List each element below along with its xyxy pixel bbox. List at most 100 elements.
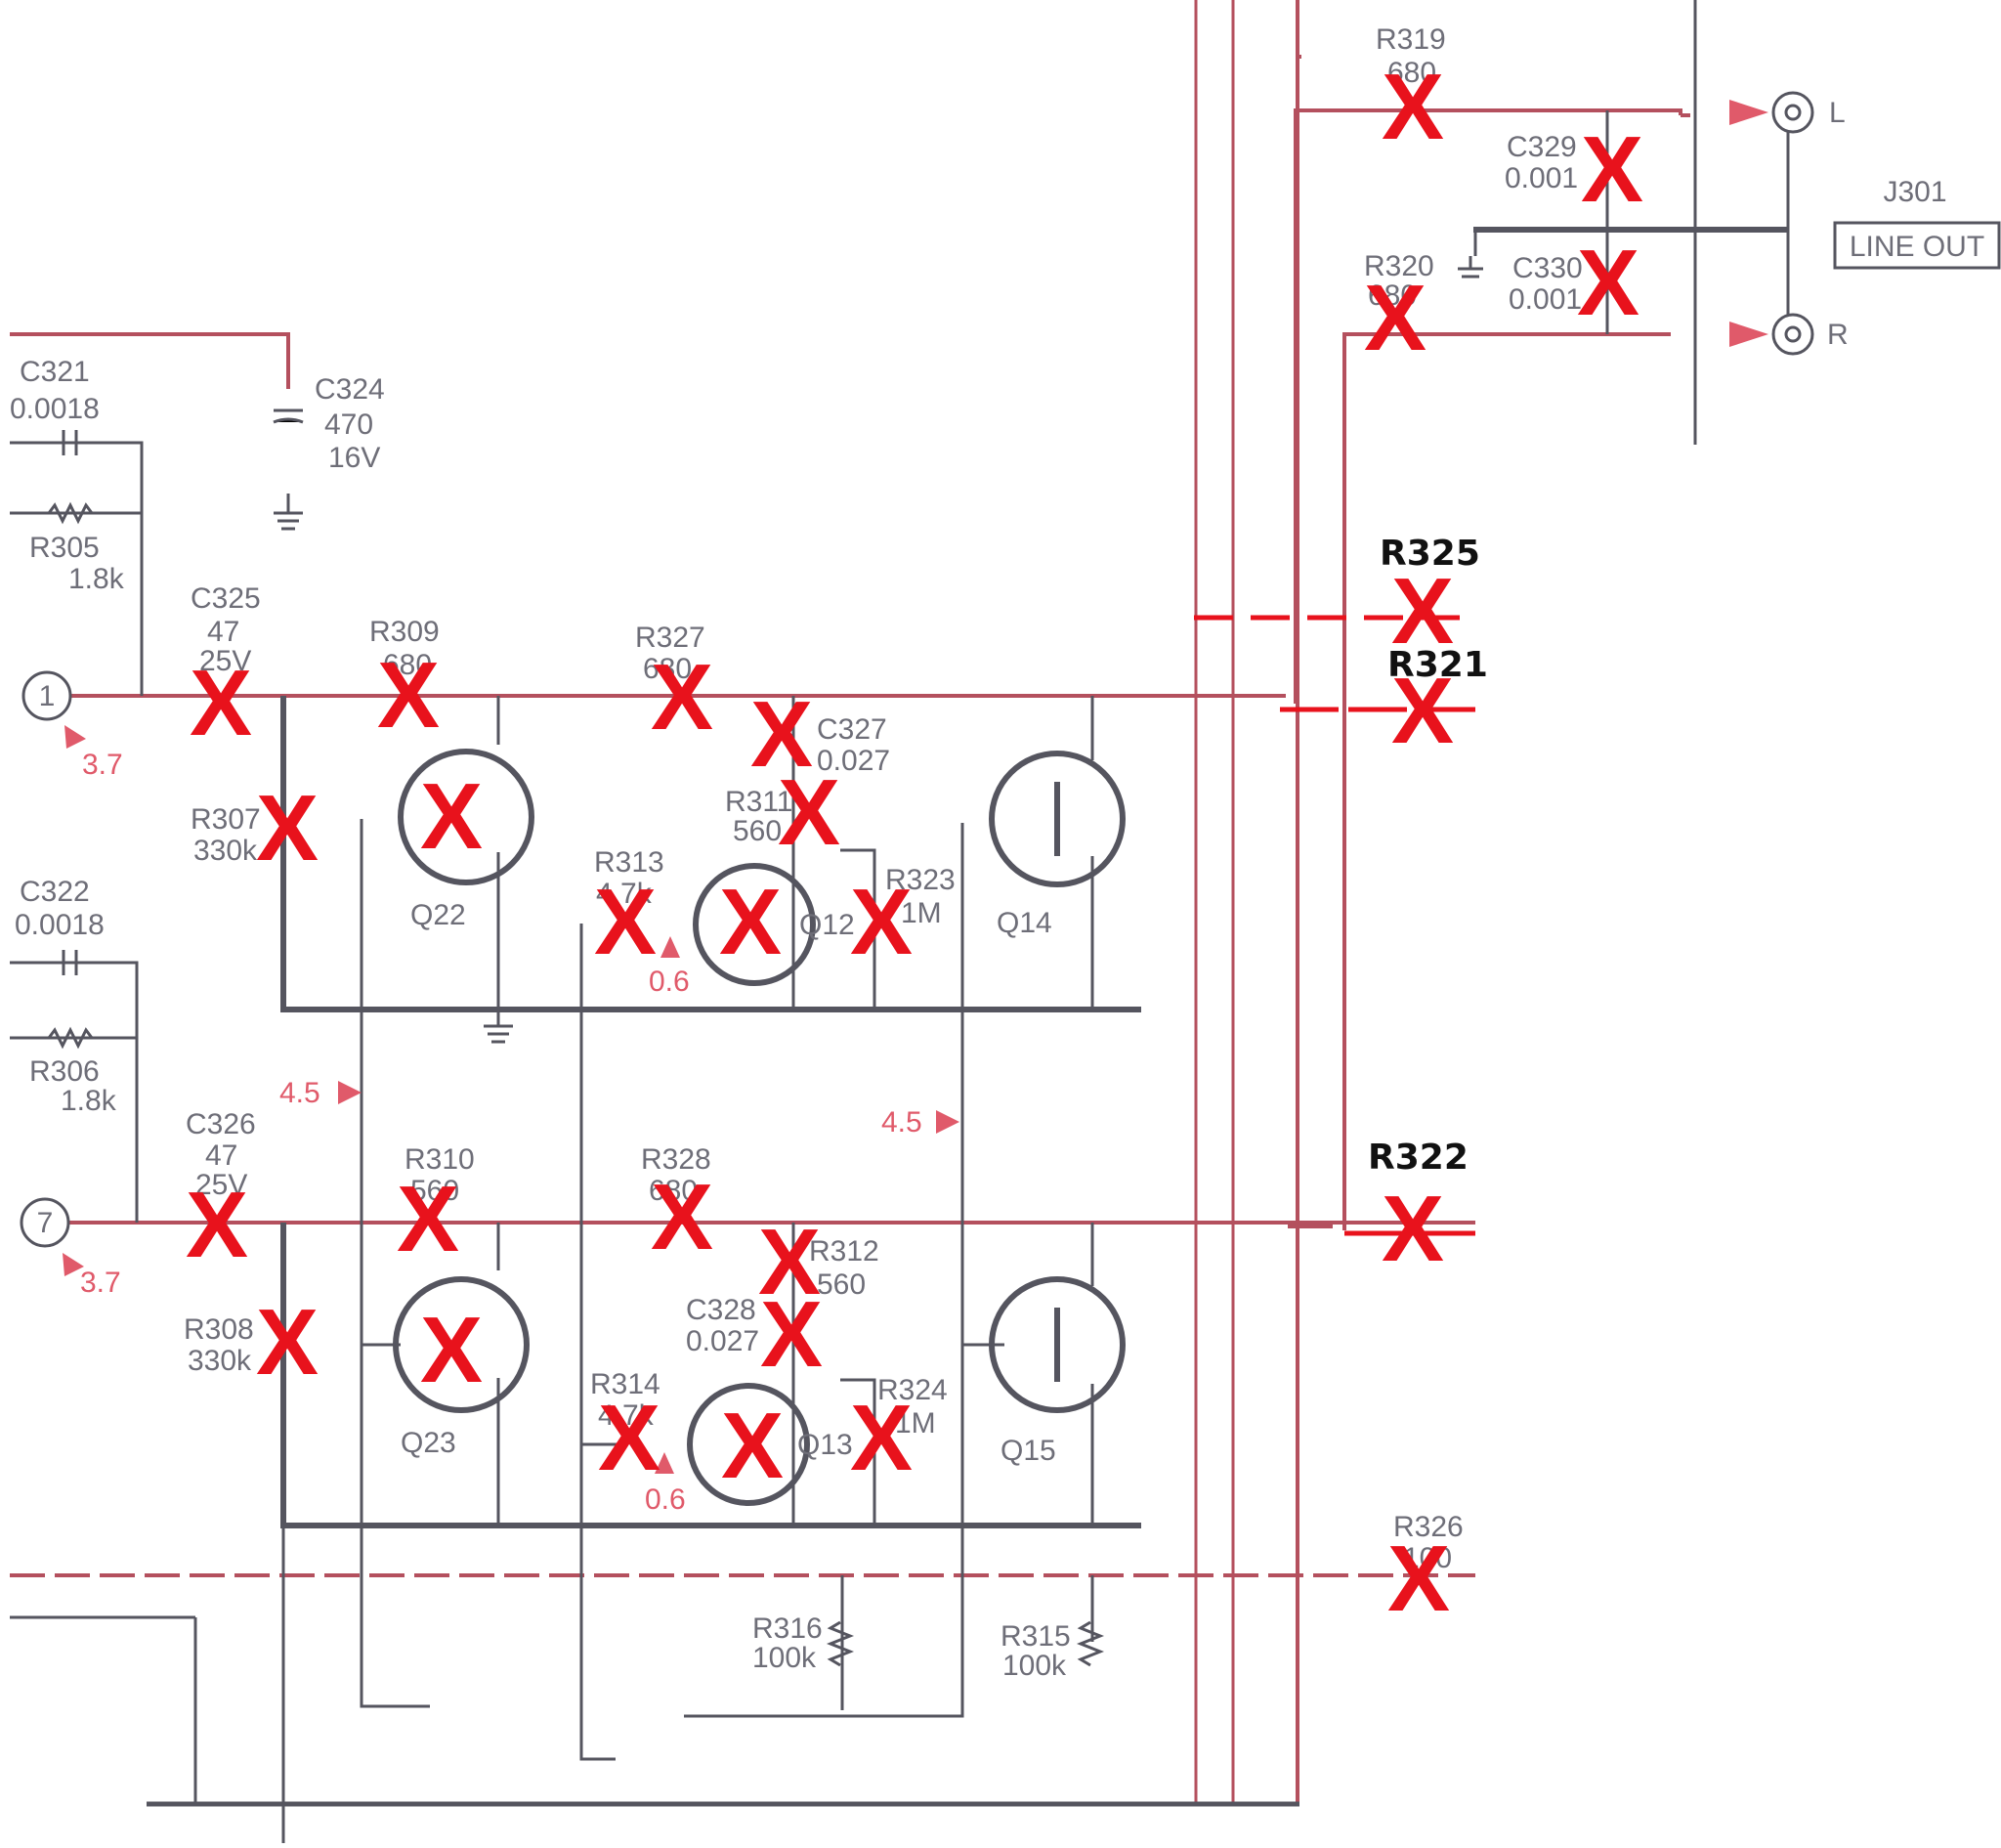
c324-voltage: 16V xyxy=(328,442,380,474)
q22-label: Q22 xyxy=(410,899,466,931)
removal-x-r321: X xyxy=(1391,659,1454,763)
c329-ref: C329 xyxy=(1507,131,1577,163)
r309-ref: R309 xyxy=(369,616,440,648)
removal-x-r325: X xyxy=(1391,559,1454,664)
c321-ref: C321 xyxy=(20,356,90,388)
removal-x-c330: X xyxy=(1577,231,1639,335)
removal-x-r322: X xyxy=(1382,1177,1444,1281)
r325-label: R325 xyxy=(1380,534,1480,574)
removal-x-r326: X xyxy=(1387,1526,1450,1631)
r314-ref: R314 xyxy=(590,1368,660,1400)
c325-ref: C325 xyxy=(191,582,261,615)
removal-x-r314: X xyxy=(598,1386,660,1490)
c325-voltage: 25V xyxy=(199,645,251,677)
removal-x-r323: X xyxy=(850,870,913,974)
removal-x-q22: X xyxy=(420,764,483,869)
r320-ref: R320 xyxy=(1364,250,1434,282)
c330-value: 0.001 xyxy=(1509,283,1582,316)
ink-wires xyxy=(10,0,1790,1843)
transistor-q15 xyxy=(989,1276,1126,1413)
r326-ref: R326 xyxy=(1393,1511,1464,1543)
transistor-q23 xyxy=(393,1276,530,1413)
removal-x-r311: X xyxy=(778,760,840,865)
r322-label: R322 xyxy=(1368,1138,1469,1178)
r305-ref: R305 xyxy=(29,532,100,564)
c322-ref: C322 xyxy=(20,876,90,908)
removal-x-c329: X xyxy=(1581,117,1643,222)
c327-ref: C327 xyxy=(817,713,887,746)
c330-ref: C330 xyxy=(1512,252,1583,284)
r308-value: 330k xyxy=(188,1345,252,1377)
rework-lines xyxy=(1194,615,1475,1236)
q12-label: Q12 xyxy=(799,909,855,941)
r315-value: 100k xyxy=(1002,1650,1067,1682)
c329-value: 0.001 xyxy=(1505,162,1578,194)
r321-label: R321 xyxy=(1387,645,1488,685)
voltage-q12: 0.6 xyxy=(649,966,690,998)
r328-ref: R328 xyxy=(641,1143,711,1176)
r314-value: 4.7k xyxy=(598,1399,655,1432)
c327-value: 0.027 xyxy=(817,745,890,777)
transistor-q22 xyxy=(398,749,534,885)
c328-value: 0.027 xyxy=(686,1325,759,1357)
removal-x-r319: X xyxy=(1382,55,1444,159)
removal-x-r309: X xyxy=(377,643,440,748)
r306-value: 1.8k xyxy=(61,1085,117,1117)
c321-value: 0.0018 xyxy=(10,393,100,425)
r307-ref: R307 xyxy=(191,803,261,836)
removal-x-r327: X xyxy=(651,645,713,750)
removal-x-q23: X xyxy=(420,1298,483,1402)
removal-x-r310: X xyxy=(397,1167,459,1271)
c328-ref: C328 xyxy=(686,1294,756,1326)
transistor-labels: Q22 Q12 Q14 Q23 Q13 Q15 xyxy=(401,899,1056,1467)
r311-value: 560 xyxy=(733,815,782,847)
pin-7: 7 xyxy=(20,1197,70,1248)
voltage-pin7: 3.7 xyxy=(80,1267,121,1299)
c326-voltage: 25V xyxy=(195,1169,247,1201)
c322-value: 0.0018 xyxy=(15,909,105,941)
signal-traces xyxy=(10,0,1690,1804)
r327-ref: R327 xyxy=(635,622,705,654)
line-out-jack: LINE OUT J301 L R xyxy=(1729,91,2001,356)
voltage-pin1: 3.7 xyxy=(82,749,123,781)
r319-ref: R319 xyxy=(1376,23,1446,56)
pin-1-label: 1 xyxy=(39,680,56,712)
j301-label: J301 xyxy=(1883,176,1946,208)
removal-x-r324: X xyxy=(850,1386,913,1490)
jack-left-label: L xyxy=(1829,97,1846,129)
r312-value: 560 xyxy=(817,1268,866,1301)
r323-ref: R323 xyxy=(885,864,956,896)
r308-ref: R308 xyxy=(184,1313,254,1346)
voltage-bias-left: 4.5 xyxy=(279,1077,320,1109)
r310-value: 560 xyxy=(410,1175,459,1207)
removal-x-q13: X xyxy=(721,1394,784,1498)
transistor-q13 xyxy=(687,1383,810,1506)
pin-7-label: 7 xyxy=(37,1207,54,1239)
removal-x-r308: X xyxy=(256,1290,319,1395)
removal-x-c325: X xyxy=(190,651,252,755)
c324-ref: C324 xyxy=(315,373,385,406)
r316-ref: R316 xyxy=(752,1612,823,1645)
removal-x-c326: X xyxy=(186,1173,248,1277)
r323-value: 1M xyxy=(901,897,942,929)
r328-value: 680 xyxy=(649,1175,698,1207)
removal-x-r320: X xyxy=(1364,266,1426,370)
voltage-bias-right: 4.5 xyxy=(881,1106,922,1139)
r319-value: 680 xyxy=(1387,57,1436,89)
transistor-q14 xyxy=(989,751,1126,887)
r313-value: 4.7k xyxy=(596,878,653,910)
r309-value: 680 xyxy=(383,649,432,681)
q15-label: Q15 xyxy=(1000,1435,1056,1467)
voltage-annotations: 3.7 3.7 0.6 0.6 4.5 4.5 xyxy=(63,725,959,1516)
ground-symbols xyxy=(274,256,1483,1044)
r307-value: 330k xyxy=(193,835,258,867)
resistors xyxy=(47,501,1105,1667)
r311-ref: R311 xyxy=(725,786,793,818)
c325-value: 47 xyxy=(207,616,239,648)
r313-ref: R313 xyxy=(594,846,664,879)
removal-x-r312: X xyxy=(758,1210,821,1314)
c326-ref: C326 xyxy=(186,1108,256,1140)
